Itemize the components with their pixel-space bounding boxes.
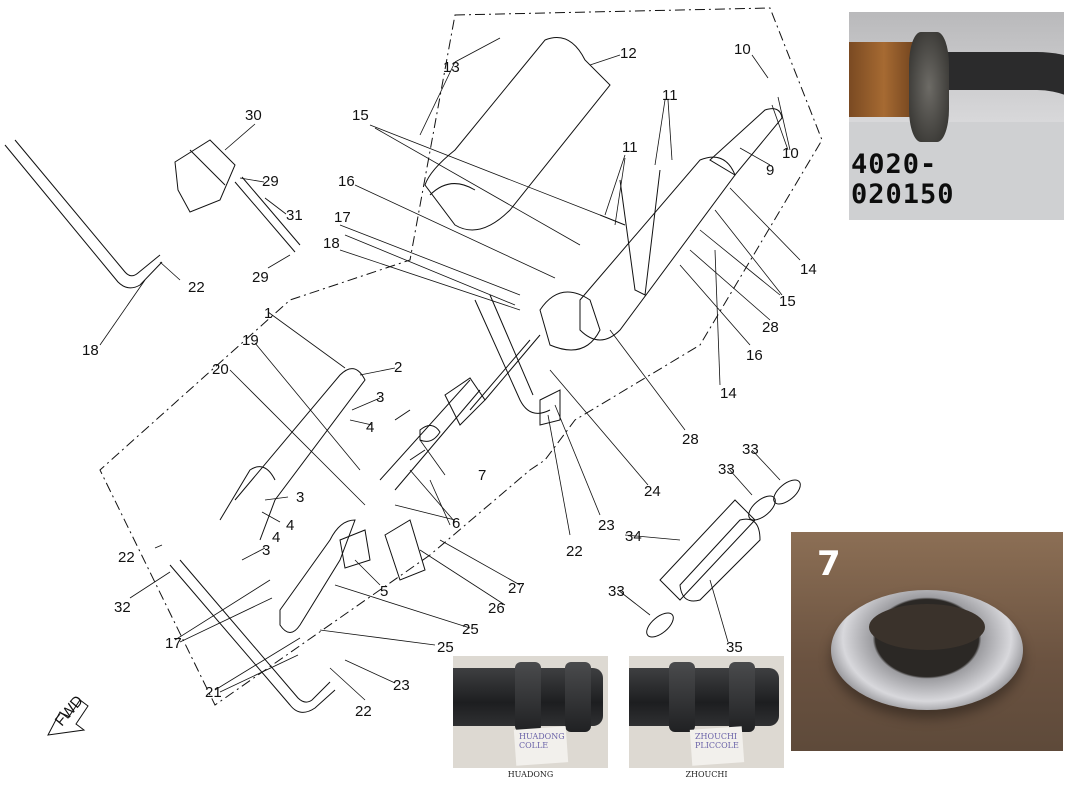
callout-24a: 24 — [644, 483, 661, 500]
callout-28b: 28 — [682, 431, 699, 448]
gasket-7 — [419, 425, 441, 442]
callout-27: 27 — [508, 580, 525, 597]
callout-10a: 10 — [734, 41, 751, 58]
callout-14b: 14 — [720, 385, 737, 402]
callout-23b: 23 — [393, 677, 410, 694]
clamp-23 — [539, 389, 561, 426]
fwd-label: FWD — [52, 692, 87, 729]
callout-16a: 16 — [338, 173, 355, 190]
clamp-33b — [748, 495, 776, 521]
gasket-part-number: 7 — [817, 544, 841, 584]
callout-14a: 14 — [800, 261, 817, 278]
callout-4a: 4 — [366, 419, 374, 436]
assembly-boundary — [99, 7, 823, 706]
tailpipe-32 — [169, 559, 336, 713]
callout-11b: 11 — [662, 87, 678, 104]
bracket-11 — [599, 169, 661, 296]
callout-12: 12 — [620, 45, 637, 62]
callout-17b: 17 — [165, 635, 182, 652]
callout-13: 13 — [443, 59, 460, 76]
callout-28a: 28 — [762, 319, 779, 336]
callout-15b: 15 — [779, 293, 796, 310]
callout-23a: 23 — [598, 517, 615, 534]
callout-29a: 29 — [262, 173, 279, 190]
sleeve-35 — [679, 518, 761, 602]
callout-21: 21 — [205, 684, 222, 701]
callout-25: 25 — [462, 621, 479, 638]
valve-30 — [174, 139, 236, 213]
end-cap-9 — [709, 108, 783, 176]
hose-photo-zhouchi: ZHOUCHI PLICCOLE — [629, 656, 784, 768]
callout-17a: 17 — [334, 209, 351, 226]
callout-1: 1 — [264, 305, 272, 322]
callout-2: 2 — [394, 359, 402, 376]
exhaust-pipe-photo: 4020- 020150 — [849, 12, 1064, 220]
mid-pipe — [469, 294, 551, 414]
heat-shield-34 — [659, 499, 756, 601]
caption-zhouchi: ZHOUCHI — [685, 770, 728, 779]
callout-22b: 22 — [566, 543, 583, 560]
hose-note-zhouchi: ZHOUCHI PLICCOLE — [695, 732, 739, 750]
center-tube — [539, 156, 736, 351]
callout-19: 19 — [242, 332, 259, 349]
header-pipe-19 — [279, 519, 356, 633]
rod-31 — [234, 176, 301, 253]
tailpipe-18 — [4, 139, 163, 289]
clamp-33c — [646, 612, 674, 638]
callout-5: 5 — [380, 583, 388, 600]
callout-18b: 18 — [323, 235, 340, 252]
hose-photo-huadong: HUADONG COLLE — [453, 656, 608, 768]
callout-32: 32 — [114, 599, 131, 616]
callout-20: 20 — [212, 361, 229, 378]
callout-24b: 25 — [437, 639, 454, 656]
callout-18a: 18 — [82, 342, 99, 359]
fwd-arrow-icon — [47, 699, 89, 736]
callout-33c: 33 — [608, 583, 625, 600]
callout-35: 35 — [726, 639, 743, 656]
callout-3c: 3 — [262, 542, 270, 559]
callout-22d: 22 — [355, 703, 372, 720]
hose-note-huadong: HUADONG COLLE — [519, 732, 565, 750]
muffler-12 — [424, 37, 611, 231]
callout-3b: 3 — [296, 489, 304, 506]
callout-34: 34 — [625, 528, 642, 545]
pipe-part-number: 4020- 020150 — [851, 149, 955, 210]
gasket-ring-photo: 7 — [791, 532, 1063, 751]
callout-10b: 10 — [782, 145, 799, 162]
caption-huadong: HUADONG — [507, 770, 554, 779]
callout-4b: 4 — [286, 517, 294, 534]
callout-26: 26 — [488, 600, 505, 617]
callout-33b: 33 — [718, 461, 735, 478]
callout-4c: 4 — [272, 529, 280, 546]
callout-30: 30 — [245, 107, 262, 124]
callout-7: 7 — [478, 467, 486, 484]
bracket-26 — [384, 519, 426, 581]
callout-33a: 33 — [742, 441, 759, 458]
callout-16b: 16 — [746, 347, 763, 364]
callout-15a: 15 — [352, 107, 369, 124]
callout-31: 31 — [286, 207, 303, 224]
flex-pipe — [379, 379, 481, 491]
callout-9: 9 — [766, 162, 774, 179]
callout-29b: 29 — [252, 269, 269, 286]
bracket-5 — [339, 529, 371, 569]
callout-3a: 3 — [376, 389, 384, 406]
header-pipe-1 — [219, 368, 366, 541]
callout-22c: 22 — [118, 549, 135, 566]
callout-11a: 11 — [622, 139, 638, 156]
callout-6: 6 — [452, 515, 460, 532]
callout-22a: 22 — [188, 279, 205, 296]
